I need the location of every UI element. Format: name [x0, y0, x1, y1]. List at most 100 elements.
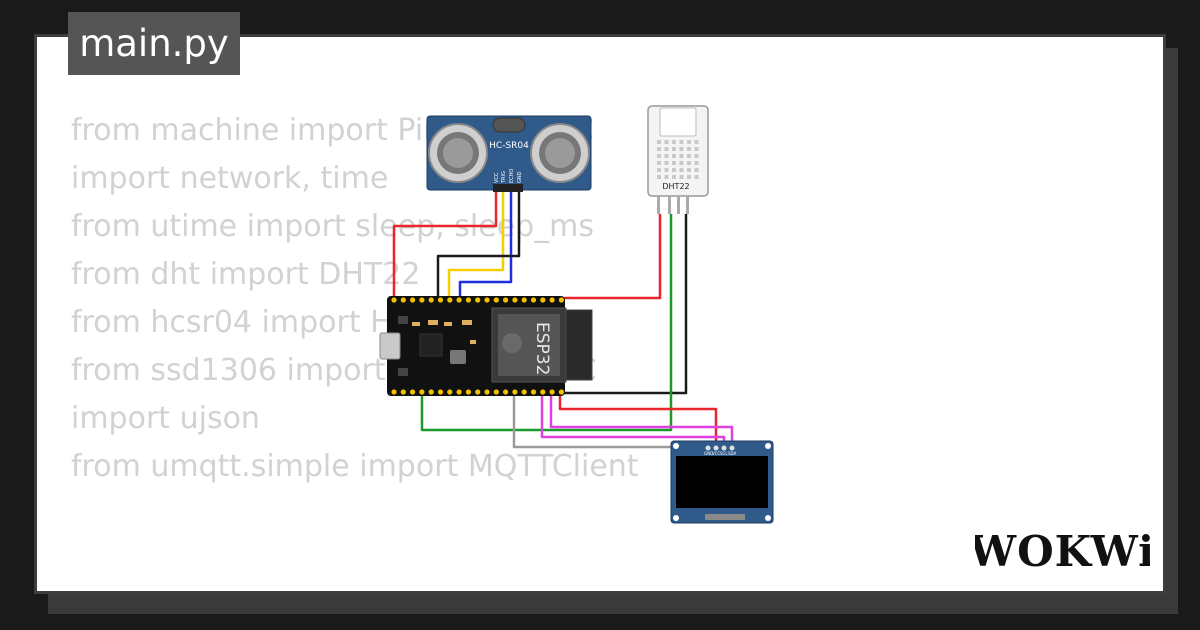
- oled-pin-scl: SCL: [720, 451, 728, 456]
- header-pin: [465, 389, 471, 395]
- grill-hole: [657, 175, 661, 179]
- hcsr04-label: HC-SR04: [489, 141, 529, 151]
- wokwi-logo-text: WOKWi: [975, 527, 1150, 576]
- wokwi-logo: WOKWi: [975, 527, 1150, 576]
- header-pin: [512, 297, 518, 303]
- header-pin: [456, 297, 462, 303]
- oled-pin-vcc: VCC: [712, 451, 721, 456]
- wire-hcsr04-vcc: [392, 190, 498, 300]
- header-pin: [400, 297, 406, 303]
- esp32-board[interactable]: ESP32: [379, 296, 593, 396]
- header-pin: [503, 297, 509, 303]
- header-pin: [437, 297, 444, 303]
- file-name-label: main.py: [79, 22, 229, 65]
- header-pin: [521, 297, 527, 303]
- wire-dht-vcc: [564, 214, 662, 300]
- grill-hole: [664, 147, 669, 151]
- grill-hole: [672, 168, 676, 172]
- grill-hole: [694, 168, 699, 172]
- oled-pin-sda: SDA: [728, 451, 737, 456]
- header-pin: [530, 297, 537, 303]
- grill-hole: [664, 175, 669, 179]
- oled-display[interactable]: GND VCC SCL SDA: [670, 440, 774, 524]
- code-line: import ujson: [71, 401, 260, 436]
- grill-hole: [672, 147, 676, 151]
- hcsr04-sensor[interactable]: HC-SR04 VCC TRIG ECHO GND: [426, 115, 592, 192]
- grill-hole: [657, 168, 661, 172]
- grill-hole: [687, 140, 691, 144]
- code-line: import network, time: [71, 161, 389, 196]
- grill-hole: [657, 140, 661, 144]
- grill-hole: [694, 140, 699, 144]
- grill-hole: [679, 154, 684, 158]
- header-pin: [447, 389, 453, 395]
- grill-hole: [694, 154, 699, 158]
- esp32-bottom-pins: [391, 389, 565, 395]
- grill-hole: [657, 147, 661, 151]
- header-pin: [493, 297, 499, 303]
- header-pin: [391, 297, 397, 303]
- grill-hole: [687, 147, 691, 151]
- wire-oled-sda: [549, 392, 734, 448]
- grill-hole: [664, 140, 669, 144]
- wire-oled-gnd: [512, 392, 708, 449]
- header-pin: [493, 389, 499, 395]
- grill-hole: [672, 175, 676, 179]
- header-pin: [475, 297, 481, 303]
- header-pin: [428, 297, 434, 303]
- hcsr04-pin-vcc: VCC: [494, 172, 500, 183]
- header-pin: [521, 389, 527, 395]
- header-pin: [512, 389, 518, 395]
- wire-hcsr04-trig: [447, 190, 505, 300]
- header-pin: [503, 389, 509, 395]
- grill-hole: [664, 168, 669, 172]
- grill-hole: [679, 147, 684, 151]
- grill-hole: [657, 154, 661, 158]
- header-pin: [530, 389, 537, 395]
- header-pin: [540, 297, 546, 303]
- dht22-sensor[interactable]: DHT22: [647, 105, 709, 214]
- grill-hole: [679, 161, 684, 165]
- header-pin: [549, 297, 555, 303]
- hcsr04-pin-echo: ECHO: [509, 169, 515, 183]
- hcsr04-pin-labels: VCC TRIG ECHO GND: [494, 169, 523, 184]
- grill-hole: [687, 175, 691, 179]
- grill-hole: [664, 161, 669, 165]
- header-pin: [410, 389, 416, 395]
- oled-pins: [705, 445, 735, 451]
- grill-hole: [672, 140, 676, 144]
- header-pin: [391, 389, 397, 395]
- code-line: from umqtt.simple import MQTTClient: [71, 449, 639, 484]
- header-pin: [428, 389, 434, 395]
- grill-hole: [672, 161, 676, 165]
- wire-dht-data: [420, 214, 673, 432]
- grill-hole: [687, 161, 691, 165]
- header-pin: [447, 297, 453, 303]
- esp32-label: ESP32: [532, 322, 552, 375]
- wire-hcsr04-echo: [458, 190, 513, 300]
- header-pin: [419, 389, 425, 395]
- wire-dht-gnd: [544, 214, 688, 395]
- dht22-grill: [657, 140, 699, 179]
- esp32-top-pins: [391, 297, 565, 303]
- header-pin: [410, 297, 416, 303]
- oled-pin-gnd: GND: [704, 451, 713, 456]
- code-line: from dht import DHT22: [71, 257, 421, 292]
- header-pin: [456, 389, 462, 395]
- file-name-tab[interactable]: main.py: [68, 12, 240, 75]
- grill-hole: [664, 154, 669, 158]
- grill-hole: [694, 175, 699, 179]
- wire-hcsr04-gnd: [436, 190, 521, 300]
- header-pin: [549, 389, 555, 395]
- grill-hole: [679, 175, 684, 179]
- header-pin: [484, 389, 490, 395]
- wire-oled-scl: [540, 392, 726, 448]
- header-pin: [400, 389, 406, 395]
- grill-hole: [679, 168, 684, 172]
- header-pin: [484, 297, 490, 303]
- oled-pin-labels: GND VCC SCL SDA: [704, 451, 737, 456]
- grill-hole: [687, 168, 691, 172]
- wire-oled-vcc: [558, 392, 718, 448]
- header-pin: [540, 389, 546, 395]
